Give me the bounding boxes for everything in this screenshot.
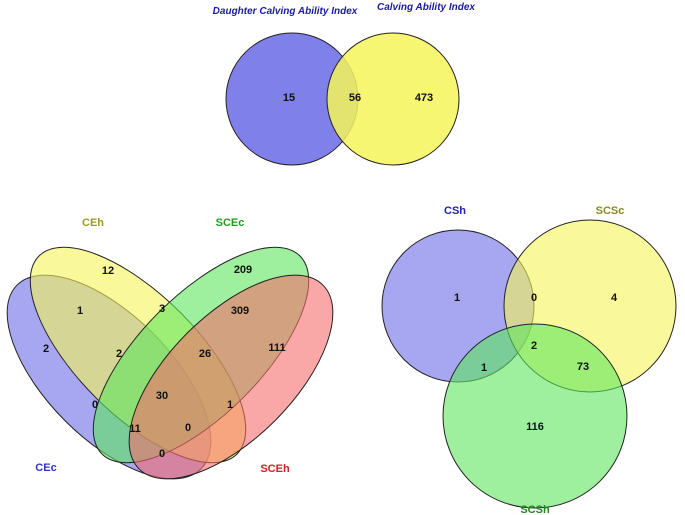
venn-right-count-all: 2: [531, 340, 537, 352]
venn-left-count-ceh-scec: 3: [159, 303, 165, 315]
venn-left-count-ceh-scec-sceh: 26: [199, 348, 211, 360]
venn-top-count-a-only: 15: [283, 92, 295, 104]
venn-left-count-scec-sceh: 309: [231, 305, 249, 317]
venn-left-count-cec-scec: 0: [92, 399, 98, 411]
venn-left-count-all: 30: [156, 390, 168, 402]
venn-right-count-scsc-only: 4: [611, 292, 618, 304]
venn-top-label-calving: Calving Ability Index: [377, 2, 475, 13]
venn-right: CSh SCSc SCSh 1 0 4 1 2 73 116: [381, 205, 677, 515]
venn-top: Daughter Calving Ability Index Calving A…: [213, 2, 475, 166]
venn-right-count-csh-scsc: 0: [531, 292, 537, 304]
venn-left: CEh SCEc CEc SCEh 12 209 2 111 1 3 309 2…: [6, 217, 334, 480]
venn-right-label-scsh: SCSh: [520, 504, 550, 515]
venn-top-circle-calving: [326, 32, 460, 166]
venn-left-label-sceh: SCEh: [260, 463, 290, 475]
venn-top-count-b-only: 473: [415, 92, 433, 104]
venn-left-count-scec-only: 209: [234, 264, 252, 276]
venn-right-count-scsc-scsh: 73: [577, 361, 589, 373]
venn-left-label-cec: CEc: [35, 462, 56, 474]
venn-left-count-cec-scec-sceh: 11: [129, 423, 141, 435]
venn-right-circle-scsh: [442, 323, 628, 509]
venn-top-label-daughter-calving: Daughter Calving Ability Index: [213, 6, 358, 17]
venn-right-label-scsc: SCSc: [596, 205, 625, 217]
venn-left-count-scec-sceh-inner: 1: [227, 399, 233, 411]
venn-left-count-ceh-sceh: 0: [185, 422, 191, 434]
venn-right-count-csh-only: 1: [454, 292, 460, 304]
venn-right-count-scsh-only: 116: [526, 421, 544, 433]
venn-left-count-cec-sceh: 0: [159, 448, 165, 460]
venn-left-count-cec-only: 2: [43, 343, 49, 355]
venn-left-count-ceh-cec: 1: [77, 305, 83, 317]
venn-left-label-scec: SCEc: [216, 217, 245, 229]
venn-left-label-ceh: CEh: [82, 217, 104, 229]
venn-top-count-ab: 56: [349, 92, 361, 104]
venn-right-count-csh-scsh: 1: [481, 362, 487, 374]
venn-left-count-cec-ceh-scec: 2: [116, 348, 122, 360]
venn-left-count-ceh-only: 12: [102, 265, 114, 277]
venn-left-ellipse-sceh: [128, 274, 334, 480]
venn-left-count-sceh-only: 111: [268, 342, 285, 354]
venn-right-label-csh: CSh: [444, 205, 466, 217]
